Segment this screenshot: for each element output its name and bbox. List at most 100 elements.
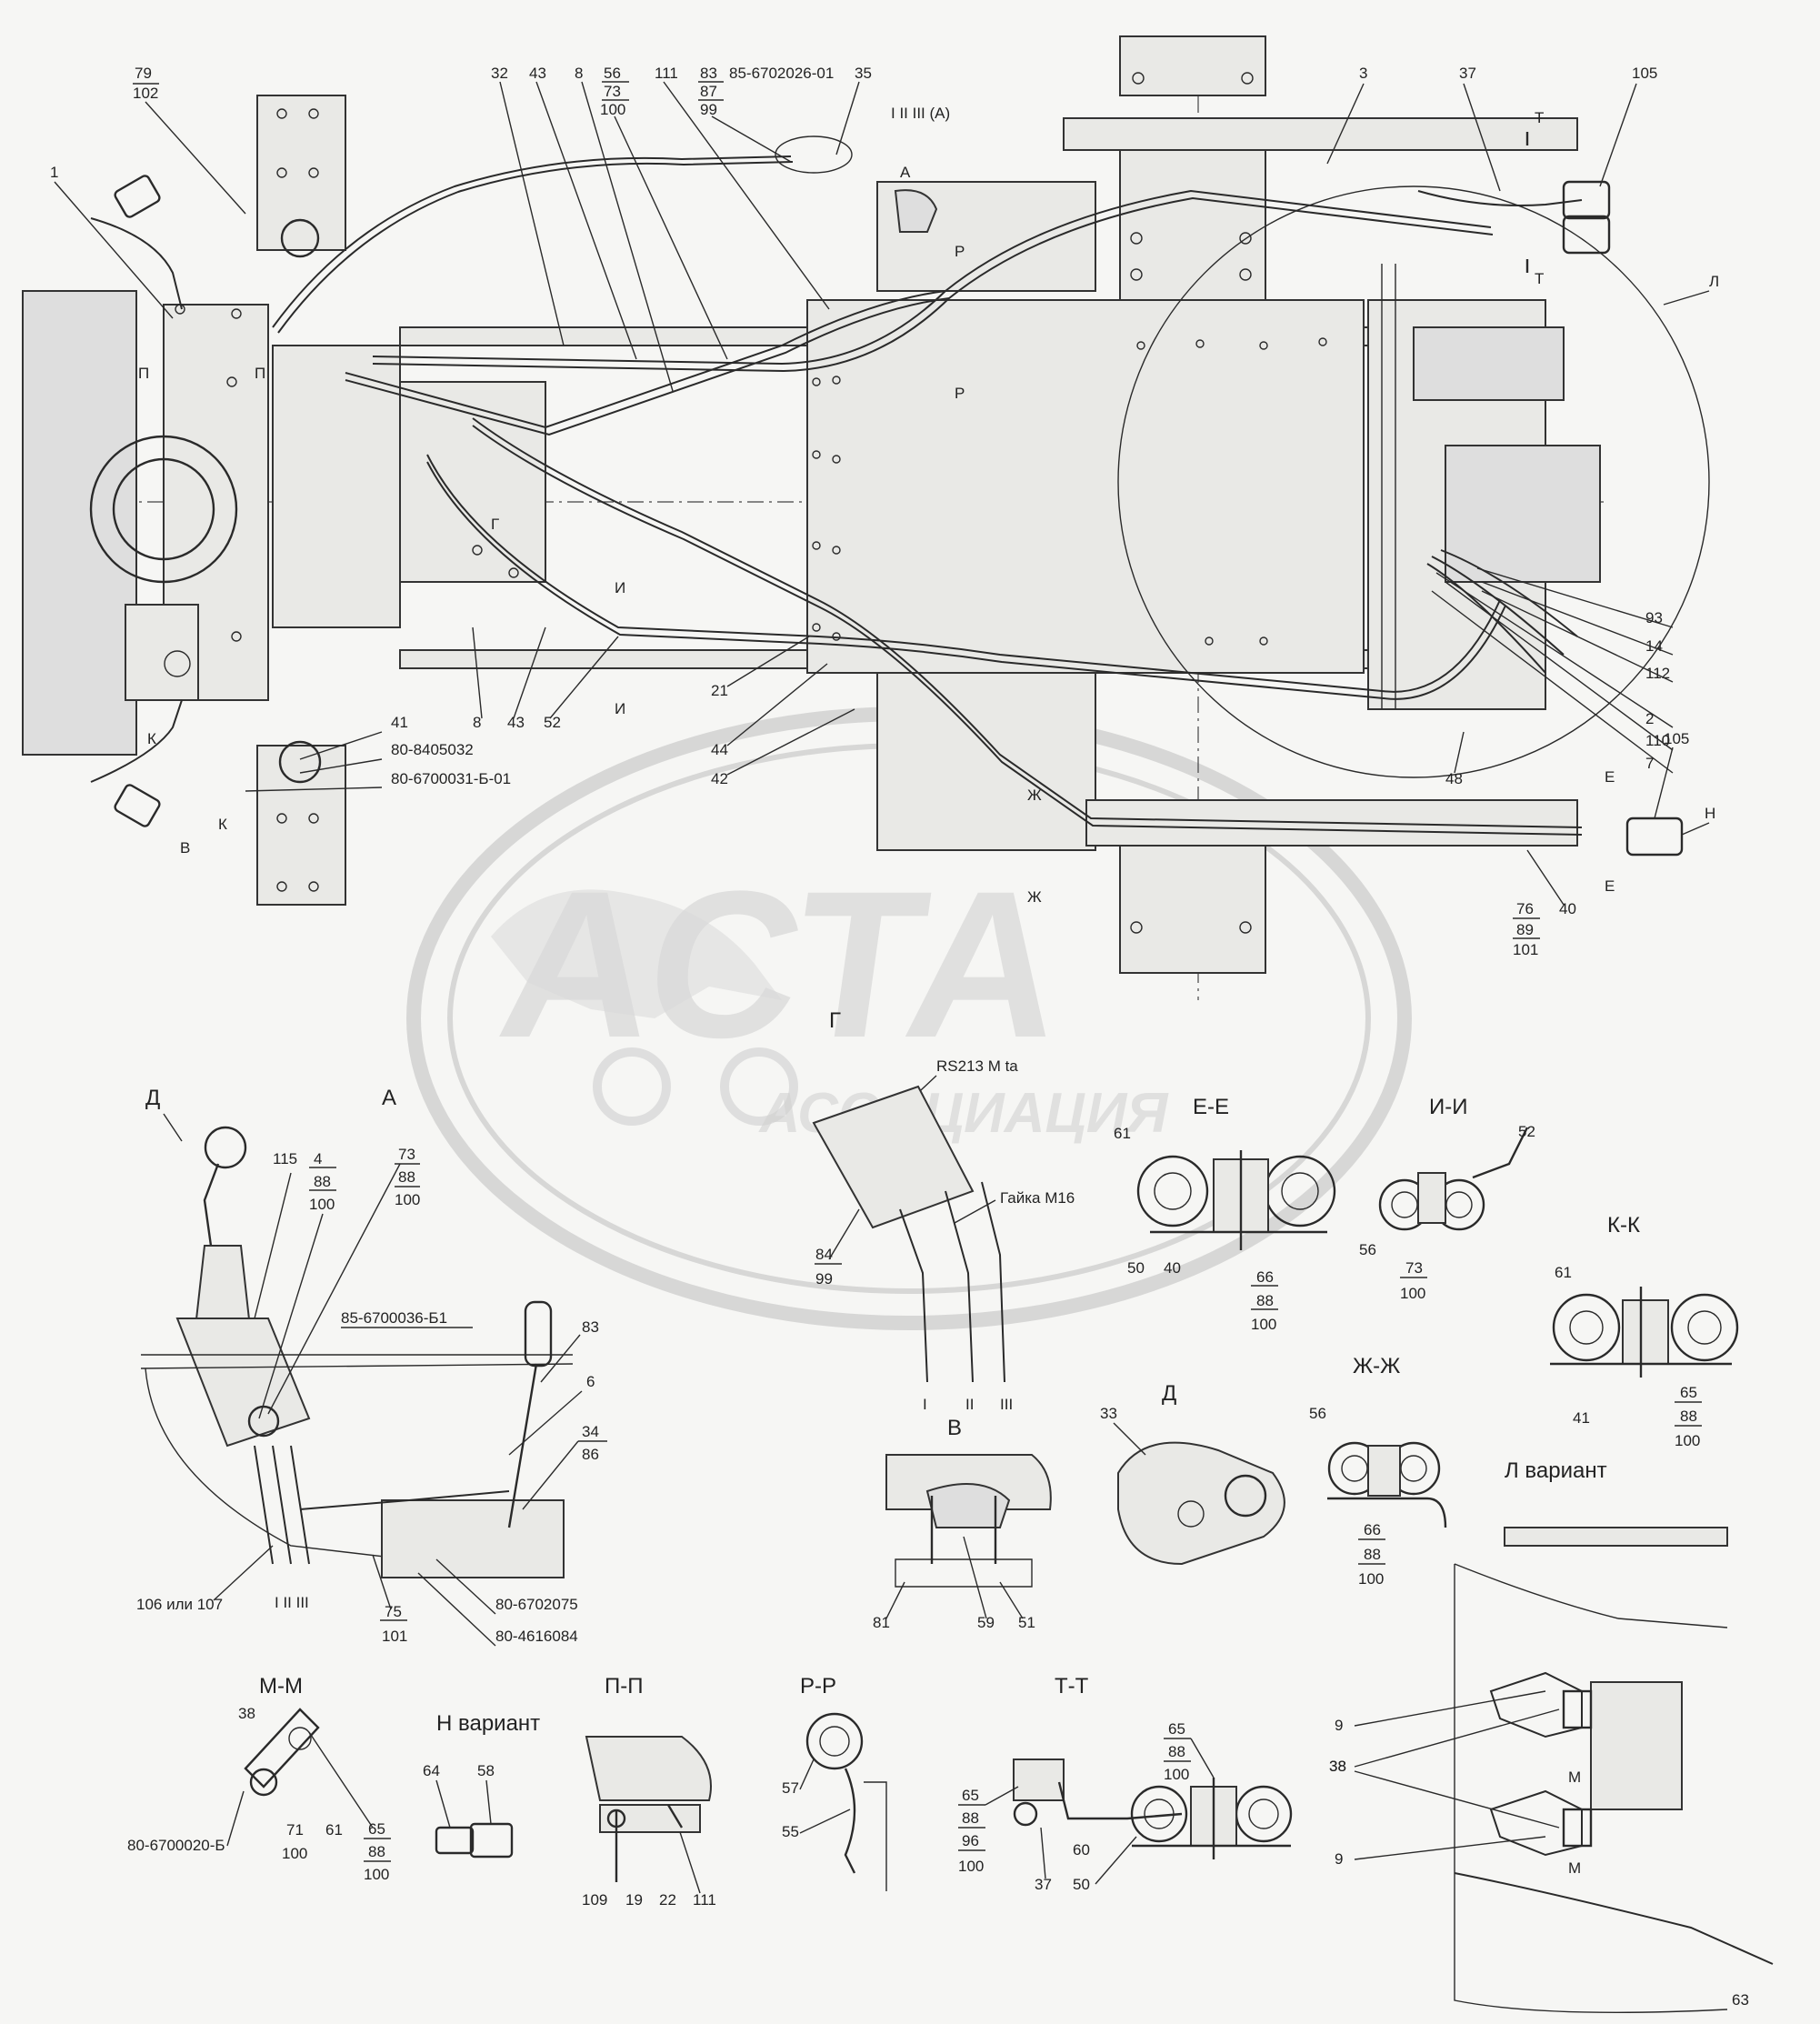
view-L-variant-title: Л вариант <box>1505 1458 1607 1483</box>
view-PP-label-22: 22 <box>659 1891 676 1909</box>
view-MM-label-38: 38 <box>238 1705 255 1722</box>
view-PP-label-109: 109 <box>582 1891 607 1909</box>
section-mark-E2: Е <box>1605 877 1615 895</box>
callout-43: 43 <box>529 65 546 82</box>
view-TT-label-100b: 100 <box>1164 1766 1189 1783</box>
view-PP-label-19: 19 <box>625 1891 643 1909</box>
view-A-label-I-II-III: I II III <box>275 1594 309 1611</box>
callout-L: Л <box>1709 273 1719 290</box>
view-A-label-6: 6 <box>586 1373 595 1390</box>
view-G: Г RS213 M ta Гайка М16 84 99 I II III <box>812 1008 1075 1413</box>
view-A-label-80-6702075: 80-6702075 <box>495 1596 578 1613</box>
view-A-label-34: 34 <box>582 1423 599 1440</box>
callout-87: 87 <box>700 83 717 100</box>
callout-48: 48 <box>1445 770 1463 787</box>
view-II: И-И 52 56 73 100 <box>1359 1095 1535 1302</box>
view-PP-title: П-П <box>605 1674 644 1698</box>
view-L-variant-label-63: 63 <box>1732 1991 1749 2009</box>
view-A-D-label: Д <box>145 1086 160 1110</box>
view-KK-label-88: 88 <box>1680 1408 1697 1425</box>
view-V: В 81 59 51 <box>873 1416 1052 1631</box>
view-V-label-81: 81 <box>873 1614 890 1631</box>
callout-100: 100 <box>600 101 625 118</box>
view-G-label-I: I <box>923 1396 927 1413</box>
callout-99: 99 <box>700 101 717 118</box>
callout-44: 44 <box>711 741 728 758</box>
callout-56: 56 <box>604 65 621 82</box>
callout-3: 3 <box>1359 65 1367 82</box>
view-EE-title: Е-Е <box>1193 1095 1229 1119</box>
view-RR: Р-Р 57 55 <box>782 1674 887 1891</box>
view-RR-label-55: 55 <box>782 1823 799 1840</box>
view-PP: П-П 109 19 22 111 <box>582 1674 716 1909</box>
view-V-label-59: 59 <box>977 1614 995 1631</box>
hydraulic-lines <box>90 155 1583 836</box>
callout-N: Н <box>1705 805 1715 822</box>
callout-7: 7 <box>1645 755 1654 772</box>
callout-8: 8 <box>575 65 583 82</box>
view-A-label-100a: 100 <box>309 1196 335 1213</box>
view-A-label-80-4616084: 80-4616084 <box>495 1628 578 1645</box>
view-MM-label-100b: 100 <box>364 1866 389 1883</box>
view-KK-label-61: 61 <box>1555 1264 1572 1281</box>
view-KK-label-65: 65 <box>1680 1384 1697 1401</box>
view-A-label-73: 73 <box>398 1146 415 1163</box>
view-ZhZh-label-66: 66 <box>1364 1521 1381 1538</box>
view-TT-label-88a: 88 <box>962 1809 979 1827</box>
callout-1: 1 <box>50 164 58 181</box>
view-PP-label-111: 111 <box>693 1891 716 1909</box>
view-TT-label-50: 50 <box>1073 1876 1090 1893</box>
watermark: АСТА АССОЦИАЦИЯ <box>406 706 1412 1330</box>
view-N-variant: Н вариант 64 58 <box>423 1711 540 1859</box>
view-MM-label-100: 100 <box>282 1845 307 1862</box>
callout-14: 14 <box>1645 637 1663 655</box>
view-A-label-75: 75 <box>385 1603 402 1620</box>
view-TT-label-88b: 88 <box>1168 1743 1185 1760</box>
view-A-label-86: 86 <box>582 1446 599 1463</box>
callout-8-lower: 8 <box>473 714 481 731</box>
callout-105-top: 105 <box>1632 65 1657 82</box>
view-L-variant-label-9b: 9 <box>1335 1850 1343 1868</box>
callout-76: 76 <box>1516 900 1534 917</box>
view-L-variant-label-38b: 38 <box>1329 1758 1346 1775</box>
callout-85-6702026-01: 85-6702026-01 <box>729 65 834 82</box>
view-EE-label-88: 88 <box>1256 1292 1274 1309</box>
section-marks: Т Т Р Р Г И И Е Е Ж Ж К К В А П П <box>138 109 1615 906</box>
callout-52: 52 <box>544 714 561 731</box>
view-D-label-33: 33 <box>1100 1405 1117 1422</box>
view-ZhZh-label-100: 100 <box>1358 1570 1384 1588</box>
view-N-variant-label-64: 64 <box>423 1762 440 1779</box>
callout-43-lower: 43 <box>507 714 525 731</box>
view-MM-title: М-М <box>259 1674 303 1698</box>
view-A-label-85-6700036-B1: 85-6700036-Б1 <box>341 1309 447 1327</box>
plate-bolts <box>812 337 1327 646</box>
view-KK-label-100: 100 <box>1675 1432 1700 1449</box>
view-G-label-nut-M16: Гайка М16 <box>1000 1189 1075 1207</box>
callout-21: 21 <box>711 682 728 699</box>
view-G-label-III: III <box>1000 1396 1013 1413</box>
section-mark-Zh1: Ж <box>1027 787 1042 804</box>
view-L-variant-label-M2: М <box>1568 1859 1581 1877</box>
view-ZhZh-label-88: 88 <box>1364 1546 1381 1563</box>
view-TT-label-96: 96 <box>962 1832 979 1849</box>
callout-83: 83 <box>700 65 717 82</box>
view-A-label-101: 101 <box>382 1628 407 1645</box>
view-L-variant-label-38a: 38 <box>1329 1758 1346 1775</box>
view-TT-label-100a: 100 <box>958 1858 984 1875</box>
section-mark-I2: И <box>615 700 625 717</box>
callout-41: 41 <box>391 714 408 731</box>
view-TT-label-65a: 65 <box>962 1787 979 1804</box>
section-mark-K2: К <box>218 816 227 833</box>
view-G-label-84: 84 <box>815 1246 833 1263</box>
view-A-title: А <box>382 1086 396 1110</box>
callout-105-bottom: 105 <box>1664 730 1689 747</box>
view-V-title: В <box>947 1416 962 1440</box>
view-A: А Д 115 4 88 100 73 88 100 85-6700036-Б1… <box>136 1086 607 1647</box>
view-MM: М-М 38 80-6700020-Б 71 100 61 65 88 100 <box>127 1674 391 1883</box>
view-II-label-73: 73 <box>1405 1259 1423 1277</box>
view-D: Д 33 <box>1100 1381 1285 1566</box>
view-RR-label-57: 57 <box>782 1779 799 1797</box>
callout-I-II-III-A: I II III (A) <box>891 105 950 122</box>
section-mark-G: Г <box>491 516 499 533</box>
view-TT-label-37: 37 <box>1035 1876 1052 1893</box>
